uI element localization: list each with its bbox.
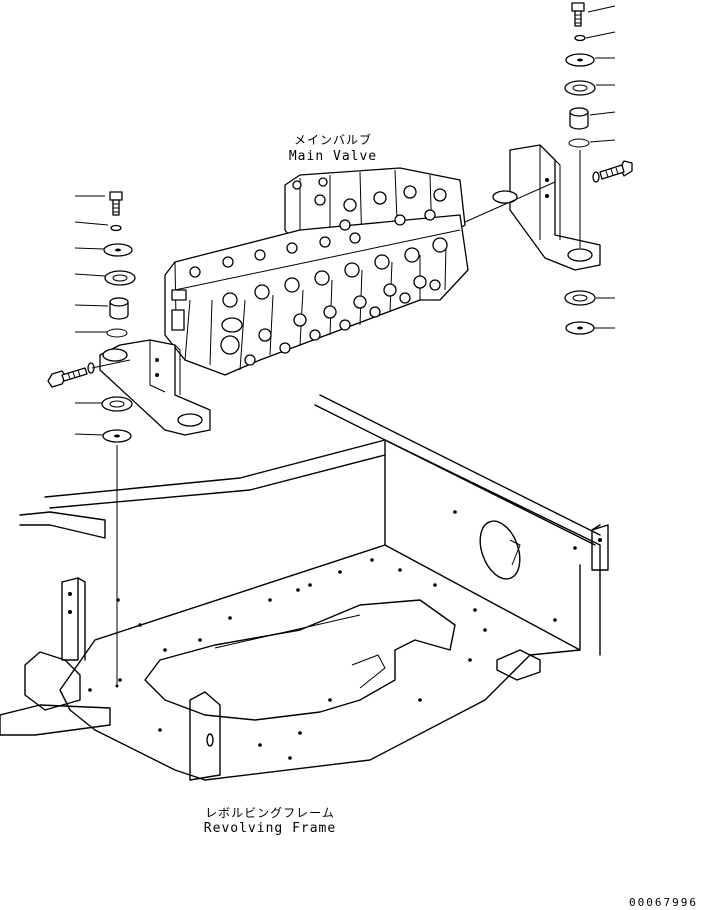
revolving-frame xyxy=(0,394,609,781)
right-bracket xyxy=(492,144,601,271)
main-valve-label-en: Main Valve xyxy=(288,149,378,164)
mounting-center-line-left xyxy=(91,359,131,369)
revolving-frame-label-en: Revolving Frame xyxy=(203,821,337,836)
mounting-center-line xyxy=(464,181,556,223)
main-valve-label-jp: メインバルブ xyxy=(293,133,372,147)
main-valve-assembly xyxy=(164,167,469,376)
drawing-code: 00067996 xyxy=(629,896,698,909)
left-parts-stack xyxy=(47,191,136,688)
right-parts-stack xyxy=(564,2,633,335)
revolving-frame-label-jp: レボルビングフレーム xyxy=(205,806,335,820)
left-bracket xyxy=(99,339,211,436)
